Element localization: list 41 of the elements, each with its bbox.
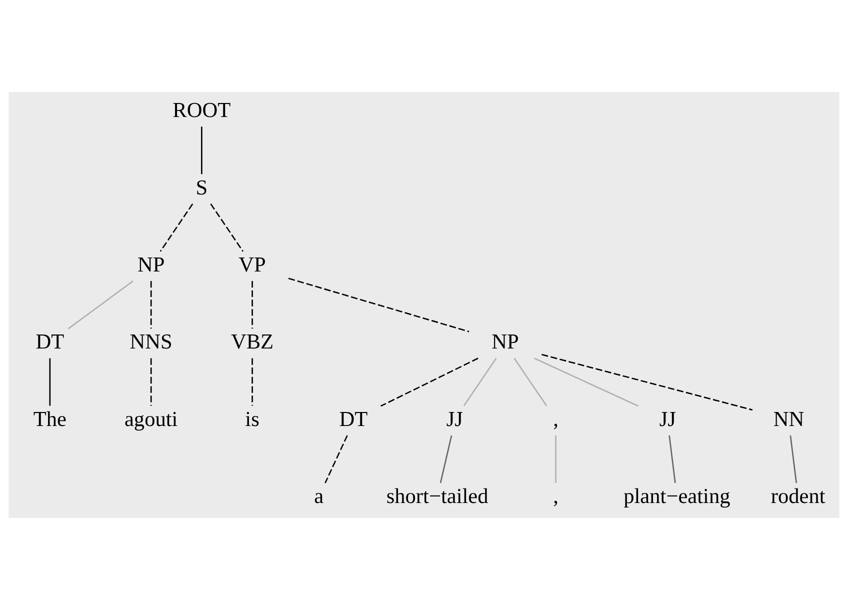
connector: [68, 280, 134, 329]
node-text: VBZ: [230, 329, 274, 354]
connector: [150, 358, 152, 406]
connector: [555, 434, 556, 482]
node-text: VP: [238, 252, 266, 276]
node-text: NP: [492, 329, 519, 354]
node-text: ,: [553, 484, 558, 508]
node-text: NN: [773, 406, 804, 430]
connector: [380, 357, 478, 406]
node-text: The: [33, 406, 66, 430]
connector: [288, 277, 470, 332]
connector: [210, 202, 244, 252]
node-text: rodent: [770, 484, 826, 508]
node-text: ROOT: [172, 98, 231, 122]
connector: [150, 280, 152, 328]
node-text: agouti: [124, 406, 178, 430]
connector: [790, 434, 798, 483]
node-text: is: [245, 406, 260, 430]
connector: [49, 358, 51, 406]
node-text: short−tailed: [386, 484, 488, 508]
connector: [440, 434, 452, 483]
connector: [324, 434, 348, 483]
connector: [160, 202, 194, 252]
node-text: plant−eating: [624, 484, 730, 508]
node-text: DT: [36, 329, 64, 354]
node-text: NNS: [130, 329, 172, 354]
connector: [534, 357, 639, 406]
node-text: ,: [553, 406, 558, 430]
node-text: NP: [137, 252, 165, 276]
node-text: S: [196, 174, 208, 199]
connector: [542, 353, 753, 410]
connector: [201, 126, 202, 174]
connector: [514, 357, 548, 406]
node-text: a: [314, 484, 324, 508]
connector: [463, 357, 497, 406]
connector: [668, 434, 676, 483]
node-text: JJ: [446, 406, 463, 430]
node-text: DT: [339, 406, 368, 430]
connector: [252, 358, 253, 406]
node-text: JJ: [659, 406, 676, 430]
connector: [252, 280, 253, 328]
